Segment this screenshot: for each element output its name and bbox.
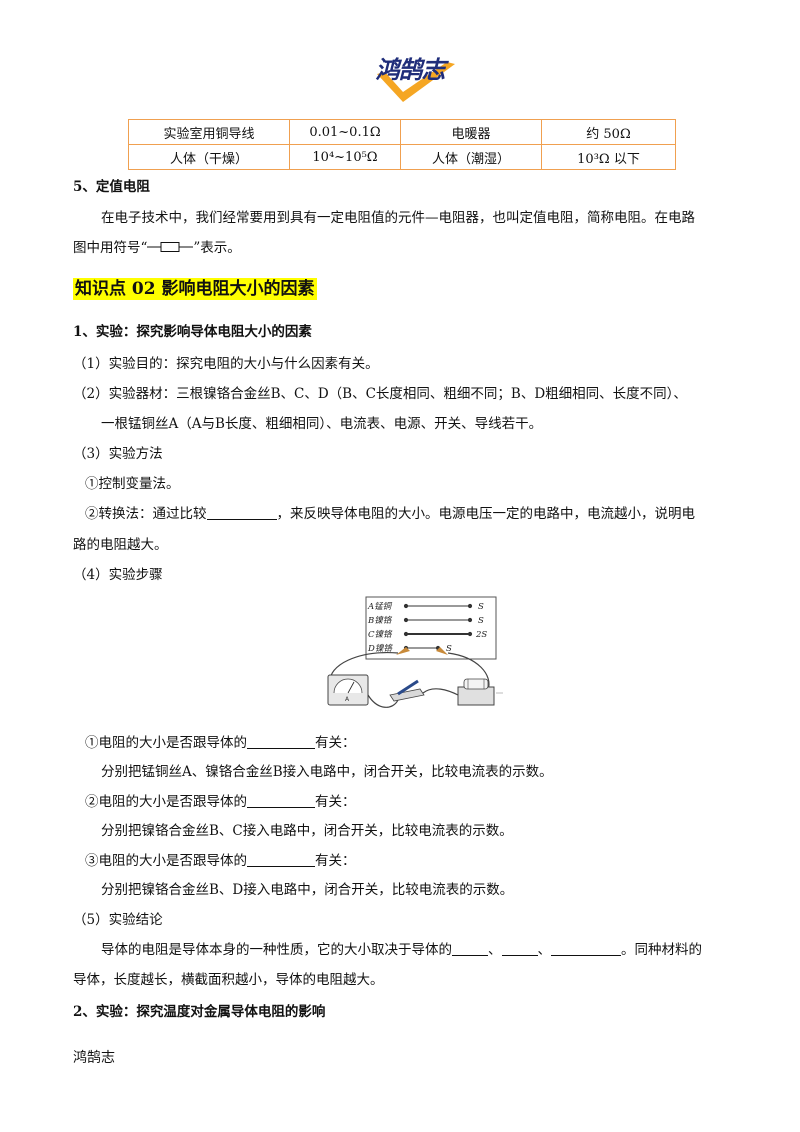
footer-brand: 鸿鹄志 xyxy=(73,1050,115,1066)
paragraph: 图中用符号“ ”表示。 xyxy=(73,238,241,258)
wire-label: D镍铬 xyxy=(367,643,393,654)
paragraph: 分别把锰铜丝A、镍铬合金丝B接入电路中，闭合开关，比较电流表的示数。 xyxy=(101,764,553,780)
paragraph: （2）实验器材：三根镍铬合金丝B、C、D（B、C长度相同、粗细不同；B、D粗细相… xyxy=(73,386,687,402)
heading-text: 知识点 02 影响电阻大小的因素 xyxy=(73,278,317,300)
question: ③电阻的大小是否跟导体的 有关： xyxy=(85,851,356,871)
text-fragment: ②电阻的大小是否跟导体的 xyxy=(85,794,247,810)
section-title: 1、实验：探究影响导体电阻大小的因素 xyxy=(73,324,312,340)
fill-blank[interactable] xyxy=(452,941,488,956)
text-fragment: ①电阻的大小是否跟导体的 xyxy=(85,735,247,751)
svg-text:A: A xyxy=(345,696,350,703)
wire-label: B镍铬 xyxy=(367,615,393,626)
text-fragment: ②转换法：通过比较 xyxy=(85,506,207,522)
fill-blank[interactable] xyxy=(206,505,277,520)
text-fragment: 有关： xyxy=(315,794,356,810)
fill-blank[interactable] xyxy=(247,852,315,867)
paragraph: 导体的电阻是导体本身的一种性质，它的大小取决于导体的 、 、 。同种材料的 xyxy=(101,940,702,960)
paragraph: （3）实验方法 xyxy=(73,446,163,462)
paragraph: 导体，长度越长，横截面积越小，导体的电阻越大。 xyxy=(73,972,384,988)
table-cell: 人体（干燥） xyxy=(128,144,290,170)
table-row: 人体（干燥） 10⁴~10⁵Ω 人体（潮湿） 10³Ω 以下 xyxy=(128,144,676,170)
text-fragment: 导体的电阻是导体本身的一种性质，它的大小取决于导体的 xyxy=(101,942,452,958)
text-fragment: 、 xyxy=(488,942,502,958)
text-fragment: ”表示。 xyxy=(193,240,241,256)
switch-icon xyxy=(389,679,425,702)
text-fragment: 、 xyxy=(537,942,552,958)
battery-icon xyxy=(457,678,495,706)
fill-blank[interactable] xyxy=(501,941,538,956)
brand-logo: 鸿鹄志 xyxy=(376,56,455,102)
ammeter-icon: A xyxy=(327,674,369,706)
table-cell: 10⁴~10⁵Ω xyxy=(289,144,401,170)
table-row: 实验室用铜导线 0.01~0.1Ω 电暖器 约 50Ω xyxy=(128,119,676,145)
svg-text:鸿鹄志: 鸿鹄志 xyxy=(376,56,450,84)
circuit-diagram: A锰铜 B镍铬 C镍铬 D镍铬 S S 2S S A xyxy=(327,596,503,708)
paragraph: 路的电阻越大。 xyxy=(73,537,168,553)
table-cell: 实验室用铜导线 xyxy=(128,119,290,145)
wire-label: A锰铜 xyxy=(367,601,393,612)
text-fragment: 有关： xyxy=(315,853,356,869)
paragraph: 分别把镍铬合金丝B、D接入电路中，闭合开关，比较电流表的示数。 xyxy=(101,882,514,898)
paragraph: ②转换法：通过比较 ，来反映导体电阻的大小。电源电压一定的电路中，电流越小，说明电 xyxy=(85,504,695,524)
table-cell: 10³Ω 以下 xyxy=(541,144,676,170)
text-fragment: ，来反映导体电阻的大小。电源电压一定的电路中，电流越小，说明电 xyxy=(276,506,696,522)
text-fragment: 。同种材料的 xyxy=(621,942,702,958)
wire-label: C镍铬 xyxy=(368,629,393,640)
paragraph: 在电子技术中，我们经常要用到具有一定电阻值的元件—电阻器，也叫定值电阻，简称电阻… xyxy=(101,210,695,226)
wire-end-label: S xyxy=(478,602,484,612)
paragraph: （1）实验目的：探究电阻的大小与什么因素有关。 xyxy=(73,356,379,372)
text-fragment: ③电阻的大小是否跟导体的 xyxy=(85,853,247,869)
resistance-table: 实验室用铜导线 0.01~0.1Ω 电暖器 约 50Ω 人体（干燥） 10⁴~1… xyxy=(128,119,676,170)
text-fragment: 图中用符号“ xyxy=(73,240,148,256)
text-fragment: 有关： xyxy=(315,735,356,751)
paragraph: 一根锰铜丝A（A与B长度、粗细相同）、电流表、电源、开关、导线若干。 xyxy=(101,416,543,432)
section-title: 5、定值电阻 xyxy=(73,179,150,195)
fill-blank[interactable] xyxy=(247,734,315,749)
fill-blank[interactable] xyxy=(551,941,621,956)
section-title: 2、实验：探究温度对金属导体电阻的影响 xyxy=(73,1004,326,1020)
question: ①电阻的大小是否跟导体的 有关： xyxy=(85,733,356,753)
resistor-symbol-icon xyxy=(147,242,194,252)
table-cell: 约 50Ω xyxy=(541,119,676,145)
table-cell: 0.01~0.1Ω xyxy=(289,119,401,145)
wire-end-label: 2S xyxy=(475,630,487,640)
table-cell: 电暖器 xyxy=(400,119,542,145)
paragraph: ①控制变量法。 xyxy=(85,476,180,492)
fill-blank[interactable] xyxy=(247,793,315,808)
paragraph: （4）实验步骤 xyxy=(73,567,163,583)
wire-end-label: S xyxy=(478,616,484,626)
knowledge-point-heading: 知识点 02 影响电阻大小的因素 xyxy=(73,278,317,301)
paragraph: 分别把镍铬合金丝B、C接入电路中，闭合开关，比较电流表的示数。 xyxy=(101,823,513,839)
question: ②电阻的大小是否跟导体的 有关： xyxy=(85,792,356,812)
wire-end-label: S xyxy=(446,644,452,654)
table-cell: 人体（潮湿） xyxy=(400,144,542,170)
paragraph: （5）实验结论 xyxy=(73,912,163,928)
